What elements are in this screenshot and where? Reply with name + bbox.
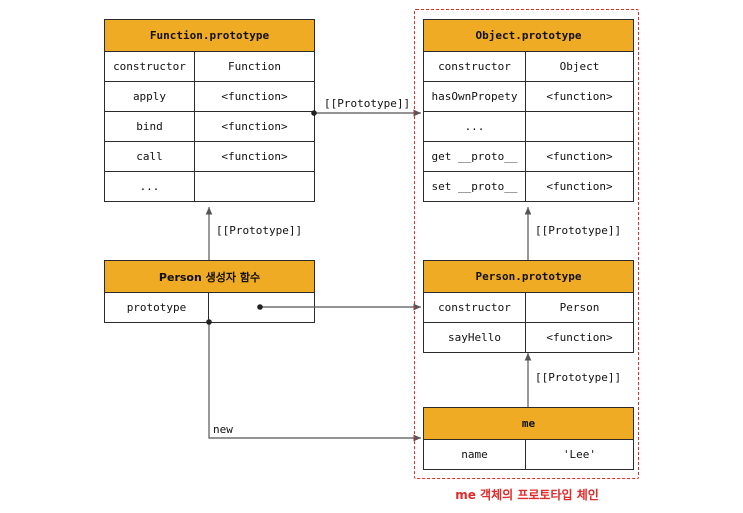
table-row: sayHello <function> bbox=[423, 322, 634, 353]
me-object-title: me bbox=[423, 407, 634, 440]
property-value: <function> bbox=[525, 141, 634, 172]
property-value: <function> bbox=[194, 111, 315, 142]
table-row: call <function> bbox=[104, 141, 315, 172]
new-label: new bbox=[212, 423, 234, 436]
prototype-chain-frame bbox=[414, 9, 639, 479]
table-row: ... bbox=[104, 171, 315, 202]
property-key: constructor bbox=[423, 51, 526, 82]
property-key: hasOwnPropety bbox=[423, 81, 526, 112]
table-row: set __proto__ <function> bbox=[423, 171, 634, 202]
property-key: ... bbox=[104, 171, 195, 202]
me-object-table: me name 'Lee' bbox=[423, 407, 634, 470]
property-key: prototype bbox=[104, 292, 209, 323]
link-origin-dot bbox=[206, 319, 212, 325]
property-key: ... bbox=[423, 111, 526, 142]
function-prototype-title: Function.prototype bbox=[104, 19, 315, 52]
proto-label-function-to-object: [[Prototype]] bbox=[323, 97, 412, 110]
table-row: name 'Lee' bbox=[423, 439, 634, 470]
link-origin-dot bbox=[257, 304, 263, 310]
table-row: apply <function> bbox=[104, 81, 315, 112]
property-key: sayHello bbox=[423, 322, 526, 353]
table-row: constructor Function bbox=[104, 51, 315, 82]
property-value bbox=[525, 111, 634, 142]
property-key: constructor bbox=[423, 292, 526, 323]
property-value: <function> bbox=[194, 81, 315, 112]
proto-label-person-to-function: [[Prototype]] bbox=[215, 224, 304, 237]
person-prototype-title: Person.prototype bbox=[423, 260, 634, 293]
table-row: bind <function> bbox=[104, 111, 315, 142]
property-key: get __proto__ bbox=[423, 141, 526, 172]
property-value: Person bbox=[525, 292, 634, 323]
prototype-chain-caption: me 객체의 프로토타입 체인 bbox=[455, 488, 599, 502]
property-value: <function> bbox=[194, 141, 315, 172]
property-value: <function> bbox=[525, 322, 634, 353]
person-constructor-table: Person 생성자 함수 prototype bbox=[104, 260, 315, 323]
proto-label-personproto-to-object: [[Prototype]] bbox=[534, 224, 623, 237]
person-constructor-title: Person 생성자 함수 bbox=[104, 260, 315, 293]
object-prototype-table: Object.prototype constructor Object hasO… bbox=[423, 19, 634, 202]
property-key: call bbox=[104, 141, 195, 172]
function-prototype-table: Function.prototype constructor Function … bbox=[104, 19, 315, 202]
property-value bbox=[194, 171, 315, 202]
link-origin-dot bbox=[311, 110, 317, 116]
proto-label-me-to-personproto: [[Prototype]] bbox=[534, 371, 623, 384]
table-row: ... bbox=[423, 111, 634, 142]
table-row: hasOwnPropety <function> bbox=[423, 81, 634, 112]
property-key: set __proto__ bbox=[423, 171, 526, 202]
new-link bbox=[208, 322, 421, 442]
table-row: get __proto__ <function> bbox=[423, 141, 634, 172]
table-row: constructor Person bbox=[423, 292, 634, 323]
object-prototype-title: Object.prototype bbox=[423, 19, 634, 52]
property-value: <function> bbox=[525, 171, 634, 202]
property-value: <function> bbox=[525, 81, 634, 112]
property-key: bind bbox=[104, 111, 195, 142]
property-value: 'Lee' bbox=[525, 439, 634, 470]
person-prototype-table: Person.prototype constructor Person sayH… bbox=[423, 260, 634, 353]
